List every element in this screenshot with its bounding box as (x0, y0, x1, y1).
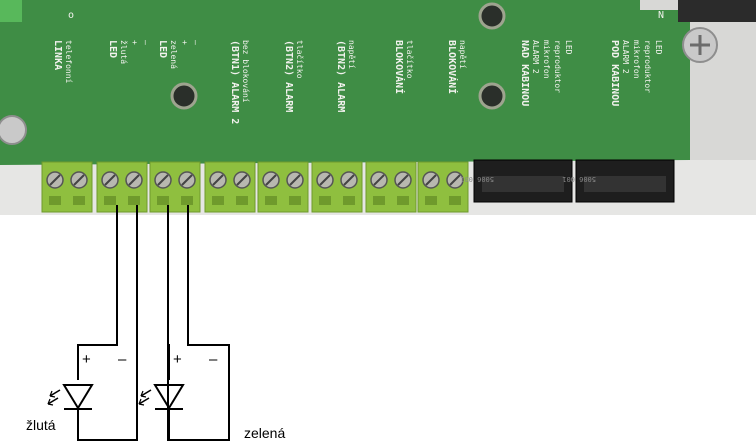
pcb-label-line: tlačítko (295, 40, 305, 79)
pcb-label-line: – (191, 40, 200, 45)
pcb-label-line: + (180, 40, 189, 45)
pcb-label-line: (BTN2) ALARM (335, 40, 346, 112)
yellow-plus-sign: + (82, 351, 91, 368)
pcb-label-line: NAD KABINOU (519, 40, 530, 106)
pcb-label-line: reproduktor (553, 40, 562, 93)
pcb-label-line: zelená (169, 40, 178, 69)
pcb-label-line: LED (564, 40, 573, 55)
pcb-label-line: POD KABINOU (609, 40, 620, 106)
connector-label: 5006 001 (562, 175, 596, 183)
led-green-symbol-icon (138, 384, 185, 410)
pcb-label-line: + (130, 40, 139, 45)
wire-yellow-plus (77, 205, 118, 380)
terminal-block (257, 161, 309, 213)
led-yellow-symbol-icon (47, 384, 94, 410)
pcb-label-line: (BTN1) ALARM 2 (229, 40, 240, 124)
pcb-label-line: ALARM 2 (531, 40, 540, 74)
terminal-block (96, 161, 148, 213)
wire-yellow-minus (77, 205, 138, 441)
led-yellow-label: žlutá (26, 417, 56, 433)
pcb-label-line: LED (654, 40, 663, 55)
pcb-label-line: BLOKOVÁNÍ (393, 40, 406, 94)
board-hole (170, 82, 198, 110)
terminal-block (311, 161, 363, 213)
green-plus-sign: + (173, 351, 182, 368)
screw-icon (682, 27, 718, 63)
terminal-block (204, 161, 256, 213)
pcb-top-label: N (658, 10, 664, 21)
pcb-label-line: LED (107, 40, 118, 58)
pcb-top-left-component (0, 0, 22, 22)
pcb-label-line: napětí (347, 40, 356, 69)
terminal-block (149, 161, 201, 213)
ribbon-connector: 5006 001 (562, 159, 675, 203)
pcb-label-line: reproduktor (643, 40, 652, 93)
wire-green-plus-top (168, 344, 170, 380)
connector-label: 5006 001 (460, 175, 494, 183)
yellow-minus-sign: – (118, 351, 127, 368)
pcb-label-line: mikrofon (542, 40, 551, 79)
pcb-top-strip (0, 0, 640, 10)
pcb-label-line: napětí (458, 40, 467, 69)
pcb-label-line: BLOKOVÁNÍ (446, 40, 459, 94)
screw-icon (0, 115, 27, 145)
wire-green-plus (167, 205, 170, 441)
pcb-label-line: telefonní (64, 40, 73, 84)
pcb-label-line: žlutá (119, 40, 128, 64)
board-hole (478, 2, 506, 30)
pcb-corner-component (678, 0, 756, 22)
pcb-label-line: – (141, 40, 150, 45)
pcb-top-label: o (68, 10, 74, 21)
pcb-label-line: bez blokování (241, 40, 250, 103)
terminal-block (365, 161, 417, 213)
green-minus-sign: – (209, 351, 218, 368)
pcb-label-line: tlačítko (405, 40, 415, 79)
pcb-board (0, 0, 756, 165)
terminal-block (417, 161, 469, 213)
led-green-label: zelená (244, 425, 285, 441)
pcb-label-line: ALARM 2 (621, 40, 630, 74)
terminal-block (41, 161, 93, 213)
wire-green-minus (169, 205, 230, 441)
pcb-label-line: (BTN2) ALARM (283, 40, 294, 112)
pcb-label-line: LED (157, 40, 168, 58)
ribbon-connector: 5006 001 (460, 159, 573, 203)
pcb-label-line: LINKA (52, 40, 63, 70)
pcb-label-line: mikrofon (632, 40, 641, 79)
board-hole (478, 82, 506, 110)
